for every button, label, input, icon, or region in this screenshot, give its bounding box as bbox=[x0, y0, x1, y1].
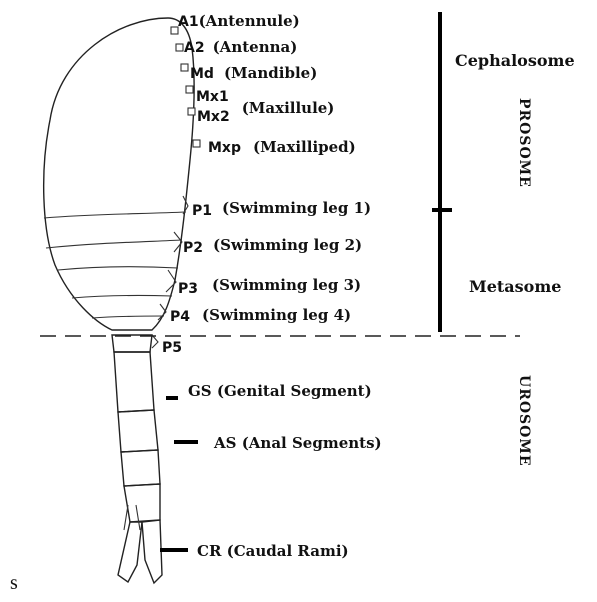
mx1-appendage bbox=[186, 86, 193, 93]
a2-appendage bbox=[176, 44, 183, 51]
label-p3: P3(Swimming leg 3) bbox=[178, 276, 361, 297]
label-urosome: UROSOME bbox=[516, 375, 532, 467]
p5-segment bbox=[112, 335, 152, 352]
md-appendage bbox=[181, 64, 188, 71]
caudal-setae bbox=[124, 505, 140, 530]
prosome-segment-line-2 bbox=[46, 240, 182, 248]
genital-segment bbox=[114, 352, 154, 412]
label-p4: P4(Swimming leg 4) bbox=[170, 306, 351, 325]
label-as: AS (Anal Segments) bbox=[213, 434, 382, 452]
label-mx1: Mx1 bbox=[196, 89, 229, 105]
label-a2: A2(Antenna) bbox=[184, 38, 297, 56]
mxp-appendage bbox=[193, 140, 200, 147]
label-prosome: PROSOME bbox=[516, 98, 532, 188]
label-p5: P5 bbox=[162, 340, 182, 356]
caudal-ramus-left bbox=[118, 522, 142, 582]
p5-appendage bbox=[152, 335, 158, 348]
prosome-segment-line-5 bbox=[92, 316, 164, 318]
label-mxp: Mxp(Maxilliped) bbox=[208, 138, 356, 156]
label-metasome: Metasome bbox=[469, 277, 561, 296]
a1-appendage bbox=[171, 27, 178, 34]
label-a1: A1(Antennule) bbox=[178, 12, 300, 30]
label-p2: P2(Swimming leg 2) bbox=[183, 236, 362, 256]
caudal-ramus-right bbox=[142, 520, 162, 583]
stray-character: s bbox=[10, 572, 18, 594]
urosome-segment-3 bbox=[121, 450, 160, 486]
label-cr: CR (Caudal Rami) bbox=[197, 542, 349, 560]
label-p1: P1(Swimming leg 1) bbox=[192, 199, 371, 219]
prosome-segment-line-4 bbox=[72, 295, 172, 298]
prosome-segment-line-3 bbox=[58, 267, 178, 270]
anal-segment bbox=[124, 484, 160, 522]
prosome-outline bbox=[44, 18, 195, 330]
prosome-segment-line-1 bbox=[44, 212, 186, 218]
mx2-appendage bbox=[188, 108, 195, 115]
label-md: Md(Mandible) bbox=[190, 64, 317, 82]
label-gs: GS (Genital Segment) bbox=[188, 382, 372, 400]
label-cephalosome: Cephalosome bbox=[455, 51, 575, 70]
urosome-segment-2 bbox=[118, 410, 158, 452]
